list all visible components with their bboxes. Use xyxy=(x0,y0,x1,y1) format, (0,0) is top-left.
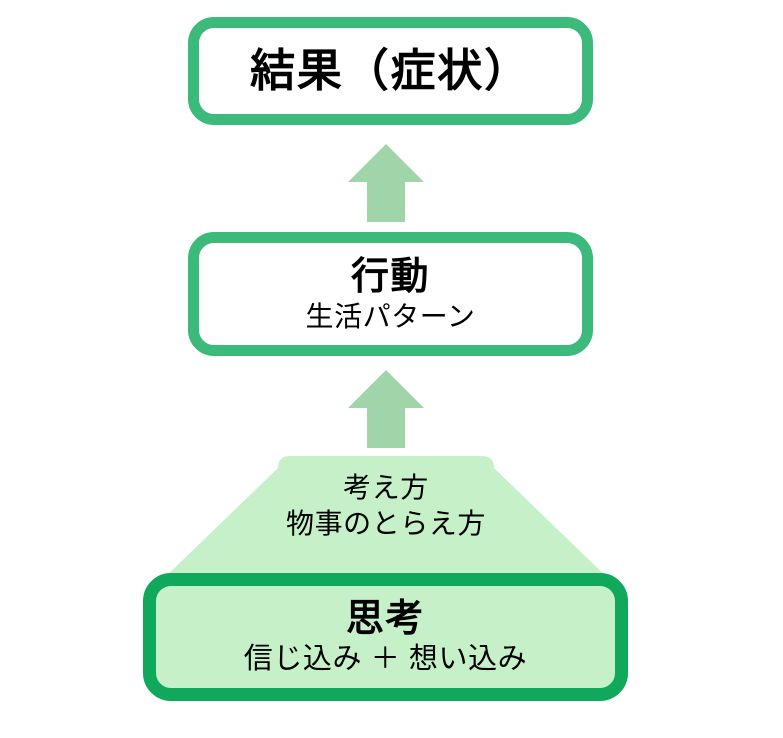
node-result-title: 結果（症状） xyxy=(250,44,531,96)
node-behavior-subtitle: 生活パターン xyxy=(305,300,476,332)
node-result: 結果（症状） xyxy=(188,17,593,125)
node-thought-title: 思考 xyxy=(345,598,426,641)
arrow-up-thought-to-behavior-icon xyxy=(348,370,424,448)
node-behavior: 行動 生活パターン xyxy=(188,232,593,356)
node-behavior-title: 行動 xyxy=(350,256,431,299)
node-thought-subtitle: 信じ込み ＋ 想い込み xyxy=(243,643,528,676)
arrow-up-behavior-to-result-icon xyxy=(348,144,424,222)
trapezoid-mindset-shape xyxy=(160,454,612,582)
node-thought: 思考 信じ込み ＋ 想い込み xyxy=(143,573,628,701)
